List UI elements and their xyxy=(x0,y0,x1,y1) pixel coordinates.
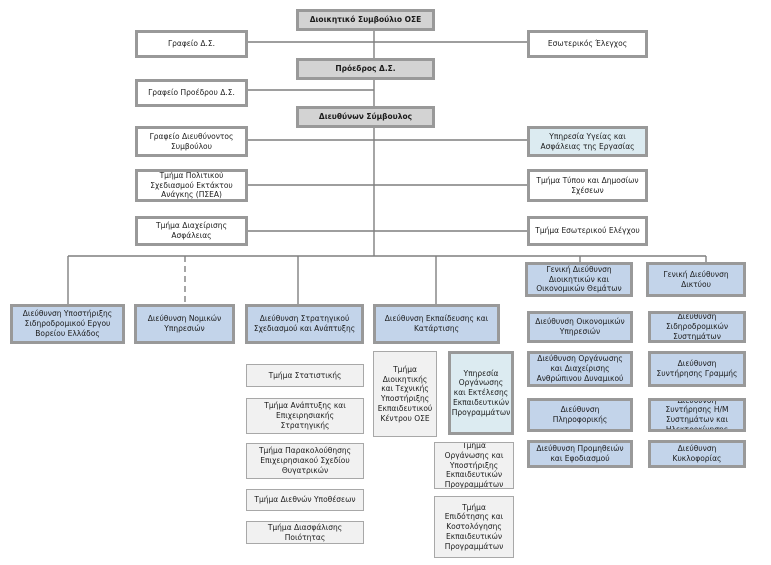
press-node: Τμήμα Τύπου και Δημοσίων Σχέσεων xyxy=(527,169,648,202)
gen-dir-admin-node: Γενική Διεύθυνση Διοικητικών και Οικονομ… xyxy=(525,262,633,297)
dept-biz-strategy-node: Τμήμα Ανάπτυξης και Επιχειρησιακής Στρατ… xyxy=(246,398,364,434)
dir-north-greece-node: Διεύθυνση Υποστήριξης Σιδηροδρομικού Εργ… xyxy=(10,304,125,344)
ceo-office-node: Γραφείο Διευθύνοντος Συμβούλου xyxy=(135,126,248,157)
dept-intl-node: Τμήμα Διεθνών Υποθέσεων xyxy=(246,489,364,511)
dir-hr-node: Διεύθυνση Οργάνωσης και Διαχείρισης Ανθρ… xyxy=(527,351,633,387)
security-mgmt-node: Τμήμα Διαχείρισης Ασφάλειας xyxy=(135,216,248,246)
dir-traffic-node: Διεύθυνση Κυκλοφορίας xyxy=(648,440,746,468)
dir-it-node: Διεύθυνση Πληροφορικής xyxy=(527,398,633,432)
chairman-node: Πρόεδρος Δ.Σ. xyxy=(296,58,435,80)
dir-finance-node: Διεύθυνση Οικονομικών Υπηρεσιών xyxy=(527,311,633,343)
internal-control-node: Τμήμα Εσωτερικού Ελέγχου xyxy=(527,216,648,246)
emergency-planning-node: Τμήμα Πολιτικού Σχεδιασμού Εκτάκτου Ανάγ… xyxy=(135,169,248,202)
internal-audit-node: Εσωτερικός Έλεγχος xyxy=(527,30,648,58)
dir-track-node: Διεύθυνση Συντήρησης Γραμμής xyxy=(648,351,746,387)
health-safety-node: Υπηρεσία Υγείας και Ασφάλειας της Εργασί… xyxy=(527,126,648,157)
dir-strategy-node: Διεύθυνση Στρατηγικού Σχεδιασμού και Ανά… xyxy=(245,304,364,344)
dept-quality-node: Τμήμα Διασφάλισης Ποιότητας xyxy=(246,521,364,544)
dir-em-node: Διεύθυνση Συντήρησης Η/Μ Συστημάτων και … xyxy=(648,398,746,432)
dir-training-node: Διεύθυνση Εκπαίδευσης και Κατάρτισης xyxy=(373,304,500,344)
dir-procurement-node: Διεύθυνση Προμηθειών και Εφοδιασμού xyxy=(527,440,633,468)
dept-training-org-node: Τμήμα Οργάνωσης και Υποστήριξης Εκπαιδευ… xyxy=(434,442,514,489)
dept-admin-tech-node: Τμήμα Διοικητικής και Τεχνικής Υποστήριξ… xyxy=(373,351,437,437)
dept-statistics-node: Τμήμα Στατιστικής xyxy=(246,364,364,387)
board-office-node: Γραφείο Δ.Σ. xyxy=(135,30,248,58)
dir-legal-node: Διεύθυνση Νομικών Υπηρεσιών xyxy=(134,304,235,344)
svc-training-org-node: Υπηρεσία Οργάνωσης και Εκτέλεσης Εκπαιδε… xyxy=(448,351,514,435)
board-node: Διοικητικό Συμβούλιο ΟΣΕ xyxy=(296,9,435,31)
dept-training-fund-node: Τμήμα Επιδότησης και Κοστολόγησης Εκπαιδ… xyxy=(434,496,514,558)
dept-monitoring-node: Τμήμα Παρακολούθησης Επιχειρησιακού Σχεδ… xyxy=(246,443,364,479)
gen-dir-network-node: Γενική Διεύθυνση Δικτύου xyxy=(646,262,746,297)
dir-rail-systems-node: Διεύθυνση Σιδηροδρομικών Συστημάτων xyxy=(648,311,746,343)
ceo-node: Διευθύνων Σύμβουλος xyxy=(296,106,435,128)
chairman-office-node: Γραφείο Προέδρου Δ.Σ. xyxy=(135,79,248,107)
